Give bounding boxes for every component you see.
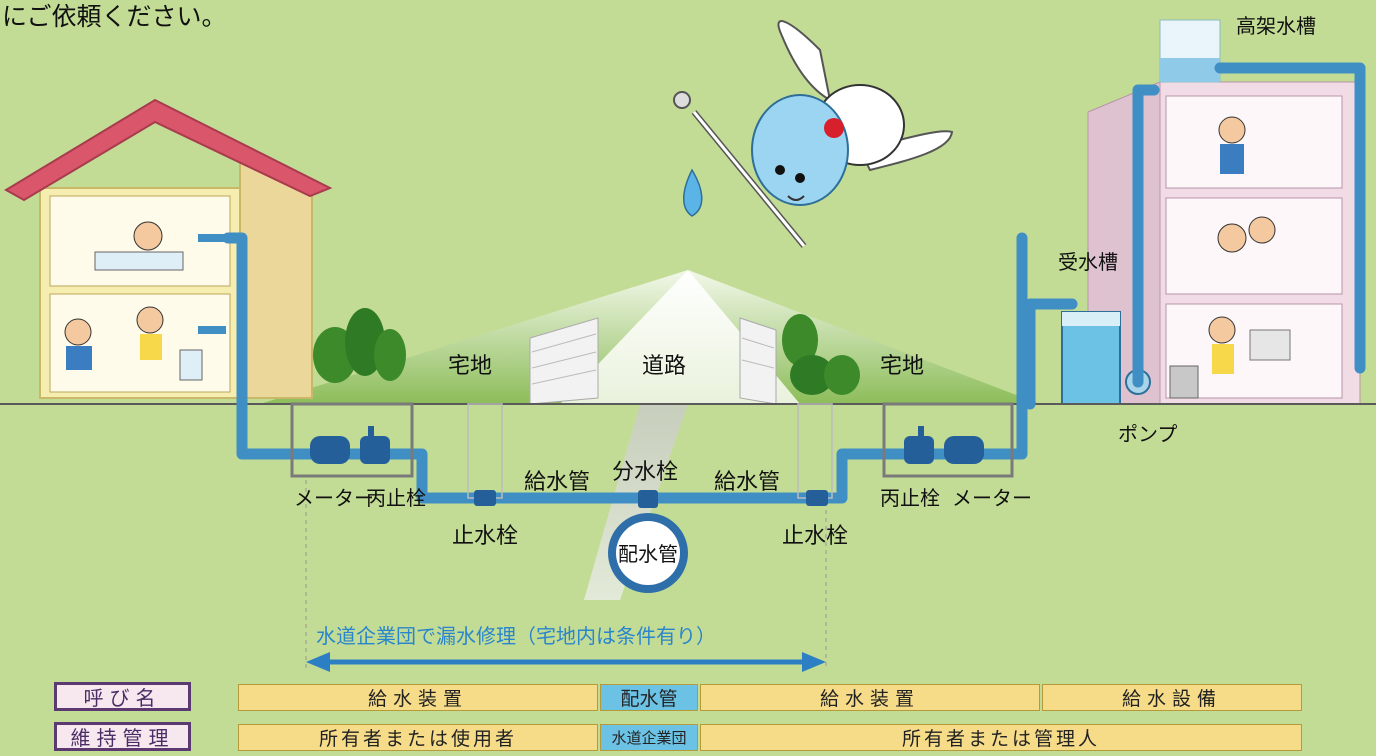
row-header-name: 呼び名 [54,682,191,711]
header-text: にご依頼ください。 [2,2,227,31]
supply-pipe-right-label: 給水管 [714,470,781,495]
people-left-house [64,221,203,381]
pump-icon [1125,365,1199,399]
stop-valve-right-label: 止水栓 [782,524,849,549]
cell-owner-or-user: 所有者または使用者 [238,724,598,751]
cell-owner-or-manager: 所有者または管理人 [700,724,1302,751]
receiving-tank-icon [1061,311,1121,405]
valve-right-label: 丙止栓 [880,486,940,510]
repair-scope-label: 水道企業団で漏水修理（宅地内は条件有り） [316,624,716,648]
faucet-icon [198,234,226,334]
wall-right [739,317,777,405]
trees-left [313,308,406,383]
lot-left-label: 宅地 [448,354,493,379]
receiving-tank-label: 受水槽 [1058,250,1118,274]
valve-icons [310,426,984,508]
building-right [1087,19,1361,405]
house-left [4,98,333,399]
meter-left-label: メーター [294,486,374,510]
cell-supply-equipment-1: 給水装置 [238,684,598,711]
cell-water-authority: 水道企業団 [600,724,698,751]
repair-scope-arrow [305,480,827,672]
cell-supply-facility: 給水設備 [1042,684,1302,711]
cell-supply-equipment-2: 給水装置 [700,684,1040,711]
trees-right [782,314,860,395]
people-building [1208,116,1291,374]
wall-left [529,317,599,405]
cell-main-pipe: 配水管 [600,684,698,711]
mascot-character [673,20,954,248]
lot-right-label: 宅地 [880,354,925,379]
main-pipe-label: 配水管 [618,542,678,566]
stop-valve-left-label: 止水栓 [452,524,519,549]
elevated-tank-label: 高架水槽 [1236,14,1316,38]
valve-left-label: 丙止栓 [366,486,426,510]
road-label: 道路 [642,354,687,379]
branch-valve-label: 分水栓 [612,460,679,485]
supply-pipe-left-label: 給水管 [524,470,591,495]
pump-label: ポンプ [1118,422,1178,446]
main-pipe-icon [608,513,688,593]
row-header-maintenance: 維持管理 [54,722,191,751]
meter-right-label: メーター [952,486,1032,510]
